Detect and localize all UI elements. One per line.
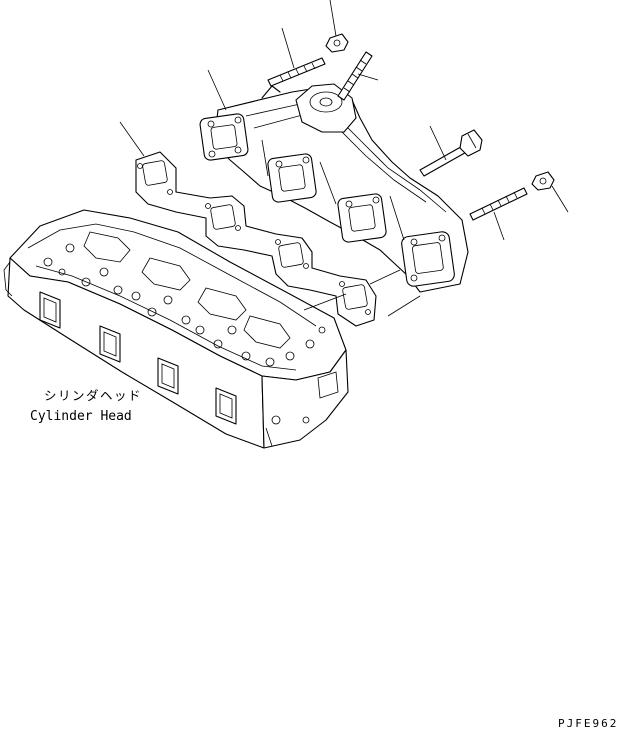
stud-bolt-right [469, 187, 528, 221]
manifold-gasket [135, 151, 377, 327]
stud-bolt-angled [337, 51, 373, 101]
cylinder-head-label-jp: シリンダヘッド [44, 388, 142, 403]
intake-ports [39, 291, 237, 425]
cylinder-head [3, 209, 349, 449]
figure-code: PJFE962 [558, 717, 618, 730]
flange-bolt [419, 129, 483, 177]
nut-top [325, 33, 349, 53]
deck-bolt-holes [43, 243, 326, 367]
exhaust-manifold [199, 83, 469, 293]
cylinder-head-label-en: Cylinder Head [30, 409, 132, 424]
nut-right [531, 171, 555, 191]
leader-lines [119, 0, 569, 317]
stud-bolt-top [267, 57, 326, 87]
